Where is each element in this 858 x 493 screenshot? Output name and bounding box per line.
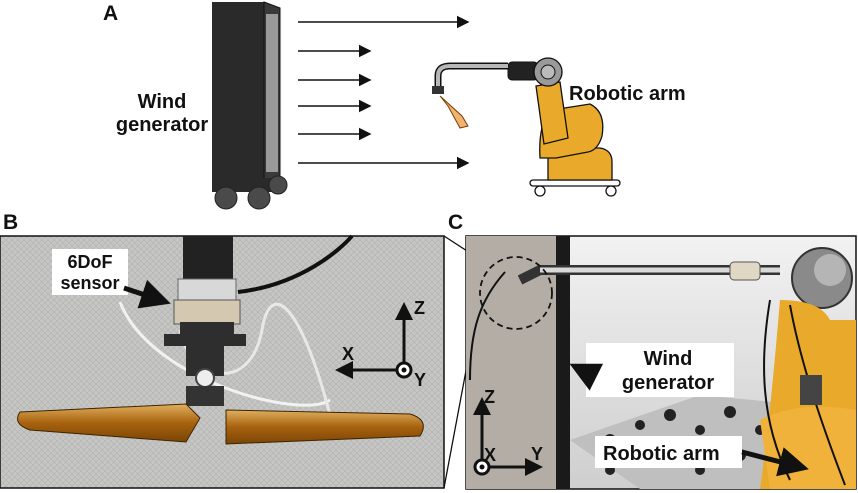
axis-label-z-c: Z [484, 387, 495, 407]
sensor-label-line1: 6DoF [68, 252, 113, 272]
wind-generator-label-line2: generator [116, 114, 208, 136]
panel-b [0, 234, 445, 489]
axis-label-x-c: X [484, 445, 496, 465]
wind-generator-label-line1: Wind [138, 91, 187, 113]
panel-a [212, 1, 621, 210]
axis-frame-c [473, 397, 543, 476]
sensor-arrow [123, 279, 171, 309]
sensor-label-line2: sensor [60, 273, 119, 293]
wing-left [17, 403, 201, 443]
axis-frame-b [335, 302, 413, 379]
robotic-arm-label-a: Robotic arm [569, 83, 686, 105]
wind-generator-label-c-line1: Wind [644, 348, 693, 370]
panel-label-a: A [103, 2, 118, 25]
robotic-arm-illustration [432, 57, 621, 197]
wheel-icon [214, 186, 238, 210]
connector-line [443, 359, 469, 489]
axis-label-y-c: Y [531, 444, 543, 464]
axis-label-y-b: Y [414, 370, 426, 390]
wing-right [225, 409, 424, 445]
wind-generator-illustration [212, 1, 288, 210]
wind-arrows [298, 15, 470, 170]
panel-label-c: C [448, 211, 463, 234]
robotic-arm-label-c: Robotic arm [603, 443, 720, 465]
axis-label-x-b: X [342, 344, 354, 364]
arm-arrow-c [741, 447, 809, 477]
panel-c [465, 235, 857, 490]
wheel-icon [268, 175, 288, 195]
wheel-icon [247, 186, 271, 210]
wind-label-box [586, 343, 734, 397]
sensor-zoom-circle [479, 256, 553, 330]
wind-arrow-c [569, 363, 604, 391]
wind-generator-label-c-line2: generator [622, 372, 714, 394]
arm-label-box [595, 436, 742, 468]
sensor-label-box [52, 249, 128, 295]
panel-label-b: B [3, 211, 18, 234]
axis-label-z-b: Z [414, 298, 425, 318]
